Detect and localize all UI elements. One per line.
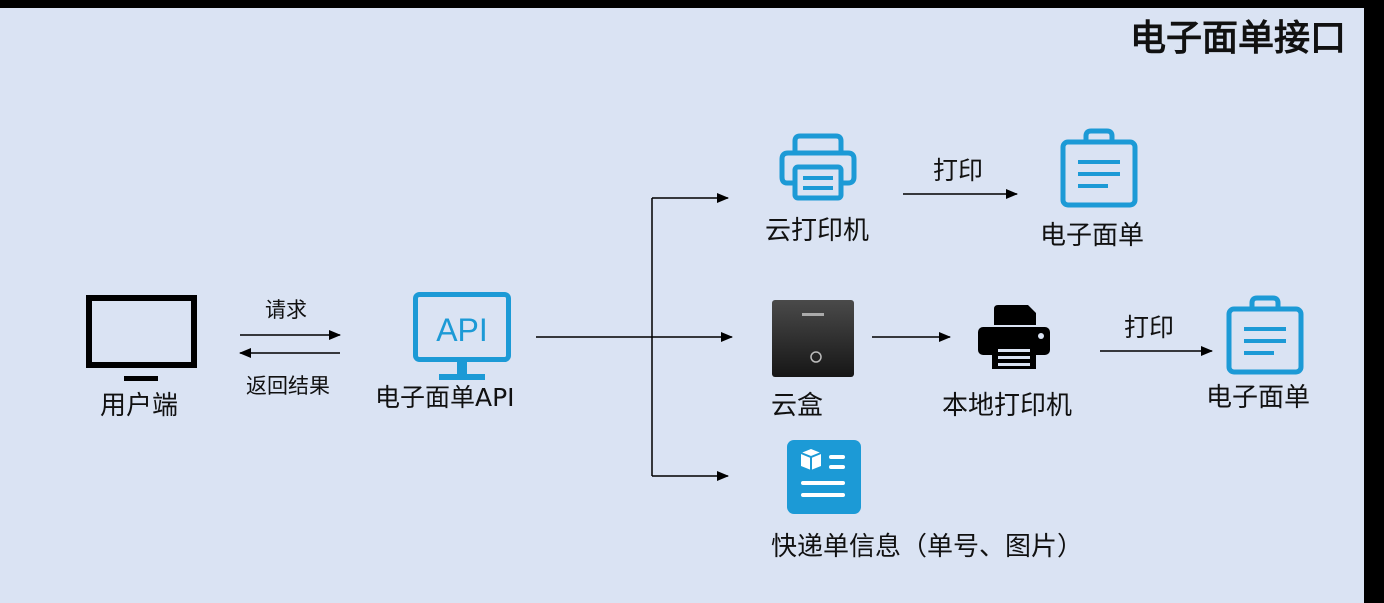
waybill-info-label: 快递单信息（单号、图片）	[771, 532, 1084, 562]
cloud-printer-icon	[779, 133, 857, 201]
waybill-clipboard-icon	[1060, 128, 1138, 208]
waybill-info-icon	[787, 440, 861, 514]
api-monitor-icon: API	[413, 292, 511, 380]
waybill-mid-label: 电子面单	[1206, 383, 1311, 413]
local-printer-icon	[978, 305, 1050, 369]
connector-layer	[239, 189, 1213, 481]
request-label: 请求	[265, 298, 307, 322]
api-screen-text: API	[436, 312, 488, 348]
print-label-mid: 打印	[1124, 313, 1175, 342]
diagram-title: 电子面单接口	[1129, 18, 1346, 59]
cloud-box-icon	[772, 300, 854, 377]
local-printer-label: 本地打印机	[942, 391, 1073, 421]
cloud-printer-label: 云打印机	[765, 216, 870, 246]
cloud-box-label: 云盒	[771, 391, 824, 421]
api-label: 电子面单API	[375, 383, 515, 412]
waybill-top-label: 电子面单	[1040, 221, 1145, 251]
diagram-canvas: 电子面单接口 用户端 请求 返回结果 API 电子面单API	[0, 8, 1364, 603]
print-label-top: 打印	[933, 156, 984, 185]
response-label: 返回结果	[246, 374, 330, 398]
user-terminal-label: 用户端	[100, 391, 179, 421]
waybill-clipboard-icon-2	[1226, 295, 1304, 375]
monitor-icon	[86, 295, 197, 381]
